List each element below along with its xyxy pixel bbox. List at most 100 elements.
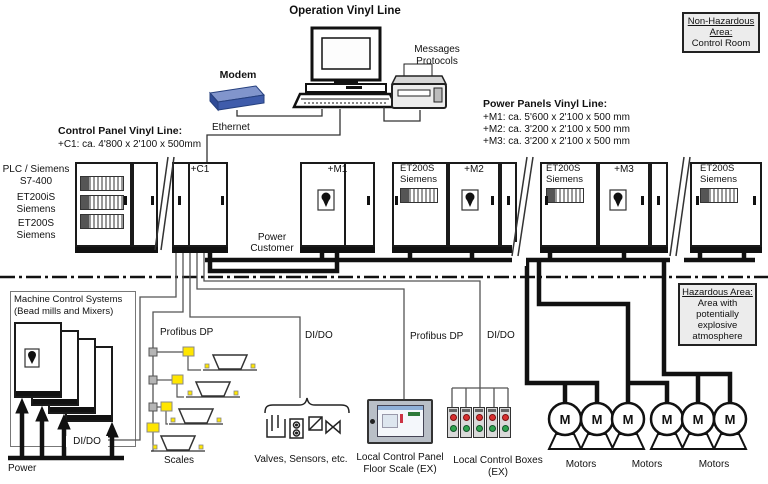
- motor-letter: M: [724, 412, 736, 427]
- scale-hoppers: [151, 354, 257, 452]
- door-handle-icon: [753, 196, 756, 205]
- non-hazardous-area-box: Non-Hazardous Area: Control Room: [682, 12, 760, 53]
- start-button-icon: [449, 425, 457, 432]
- wire-valves-dido: [189, 253, 301, 398]
- cabinet-m2-label: +M2: [464, 164, 484, 175]
- hazardous-area-box: Hazardous Area: Area with potentially ex…: [678, 283, 757, 346]
- power-panels-note-line: +M1: ca. 5'600 x 2'100 x 500 mm: [483, 112, 630, 123]
- scales-bus-label: Profibus DP: [160, 327, 214, 338]
- motor-letter: M: [591, 412, 603, 427]
- plc-label: PLC / Siemens: [2, 164, 70, 175]
- power-customer-feed: [207, 252, 340, 274]
- machine-area-subtitle: (Bead mills and Mixers): [14, 306, 114, 317]
- motors-label: Motors: [698, 459, 730, 470]
- local-control-box: [460, 407, 472, 438]
- door-handle-icon: [641, 196, 644, 205]
- cabinet-c1-label: +C1: [190, 164, 210, 175]
- wire-panel-profibus: [196, 253, 405, 399]
- local-control-box: [447, 407, 459, 438]
- power-bus: [205, 251, 755, 274]
- stop-button-icon: [475, 414, 483, 421]
- cabinet-c1: [172, 162, 228, 247]
- workstation-icon: [292, 26, 398, 109]
- start-button-icon: [488, 425, 496, 432]
- cabinet-m3-label: +M3: [614, 164, 634, 175]
- power-customer-label: Customer: [250, 243, 294, 254]
- modem-icon: [209, 85, 265, 112]
- cabinet-m2: [448, 162, 500, 247]
- cabinet-base: [67, 415, 111, 420]
- motor-letter: M: [661, 412, 673, 427]
- motors-label: Motors: [631, 459, 663, 470]
- panel-knob-icon: [370, 419, 375, 424]
- hazardous-body: Area with potentially explosive atmosphe…: [692, 298, 743, 342]
- boxes-bus-label: DI/DO: [487, 330, 515, 341]
- boxes-caption: Local Control Boxes: [453, 455, 543, 466]
- power-panels-note-heading: Power Panels Vinyl Line:: [483, 98, 608, 110]
- messages-label: Messages: [414, 44, 460, 55]
- ethernet-label: Ethernet: [212, 122, 250, 133]
- non-hazardous-title: Non-Hazardous Area:: [687, 16, 755, 38]
- profibus-nodes: [146, 346, 201, 452]
- motor-letter: M: [622, 412, 634, 427]
- door-handle-icon: [124, 196, 127, 205]
- vessel-icon: [266, 419, 286, 438]
- valves-caption: Valves, Sensors, etc.: [254, 454, 348, 465]
- stop-button-icon: [501, 414, 509, 421]
- motor-icons: [547, 401, 748, 450]
- cabinet-plc-door: [132, 162, 158, 247]
- power-panels-note-line: +M3: ca. 3'200 x 2'100 x 500 mm: [483, 136, 630, 147]
- door-handle-icon: [395, 196, 398, 205]
- panel-caption: Local Control Panel: [356, 452, 444, 463]
- cabinet-et200s-1: [392, 162, 448, 247]
- cabinet-door-divider: [188, 162, 190, 247]
- door-handle-icon: [545, 196, 548, 205]
- valve-icon: [308, 416, 341, 435]
- plc-label: S7-400: [19, 176, 53, 187]
- hazardous-title: Hazardous Area:: [682, 287, 753, 298]
- diagram-title: Operation Vinyl Line: [289, 5, 401, 17]
- et200s-rack-icon: [80, 214, 124, 229]
- hmi-screen-icon: [377, 405, 424, 437]
- valves-sensors-icons: [264, 397, 350, 439]
- motor-letter: M: [692, 412, 704, 427]
- et200s-rack-icon: [700, 188, 738, 203]
- machine-power-label: Power: [8, 463, 37, 474]
- cabinet-et200s-2: [540, 162, 598, 247]
- et200is-label: Siemens: [16, 204, 56, 215]
- cabinet-m1-label: +M1: [327, 164, 348, 175]
- machine-area-title: Machine Control Systems: [14, 294, 123, 305]
- cabinet-m1: [300, 162, 375, 247]
- door-handle-icon: [151, 196, 154, 205]
- non-hazardous-body: Control Room: [691, 38, 751, 49]
- et200is-rack-icon: [80, 195, 124, 210]
- valves-bus-label: DI/DO: [305, 330, 333, 341]
- boxes-caption: (EX): [488, 467, 508, 478]
- et200s-label: ET200S: [17, 218, 55, 229]
- panel-caption: Floor Scale (EX): [363, 464, 437, 475]
- control-panel-note-heading: Control Panel Vinyl Line:: [58, 125, 183, 137]
- wire-scales-profibus: [152, 253, 184, 432]
- brace-icon: [264, 397, 350, 414]
- cabinet-base: [50, 407, 94, 412]
- door-handle-icon: [491, 196, 494, 205]
- cabinet-door-divider: [344, 162, 346, 247]
- start-button-icon: [501, 425, 509, 432]
- cabinet-base: [16, 391, 60, 396]
- et200s-rack-icon: [546, 188, 584, 203]
- panel-bus-label: Profibus DP: [410, 331, 464, 342]
- motor-letter: M: [559, 412, 571, 427]
- et200s-label: Siemens: [16, 230, 56, 241]
- et200s-rack-icon: [400, 188, 438, 203]
- control-panel-note-line: +C1: ca. 4'800 x 2'100 x 500mm: [58, 139, 202, 150]
- scales-caption: Scales: [163, 455, 194, 466]
- start-button-icon: [475, 425, 483, 432]
- sensor-icon: [289, 418, 304, 439]
- stop-button-icon: [449, 414, 457, 421]
- machine-cabinet: [14, 322, 62, 398]
- cabinet-base-bars: [75, 247, 762, 253]
- door-handle-icon: [696, 196, 699, 205]
